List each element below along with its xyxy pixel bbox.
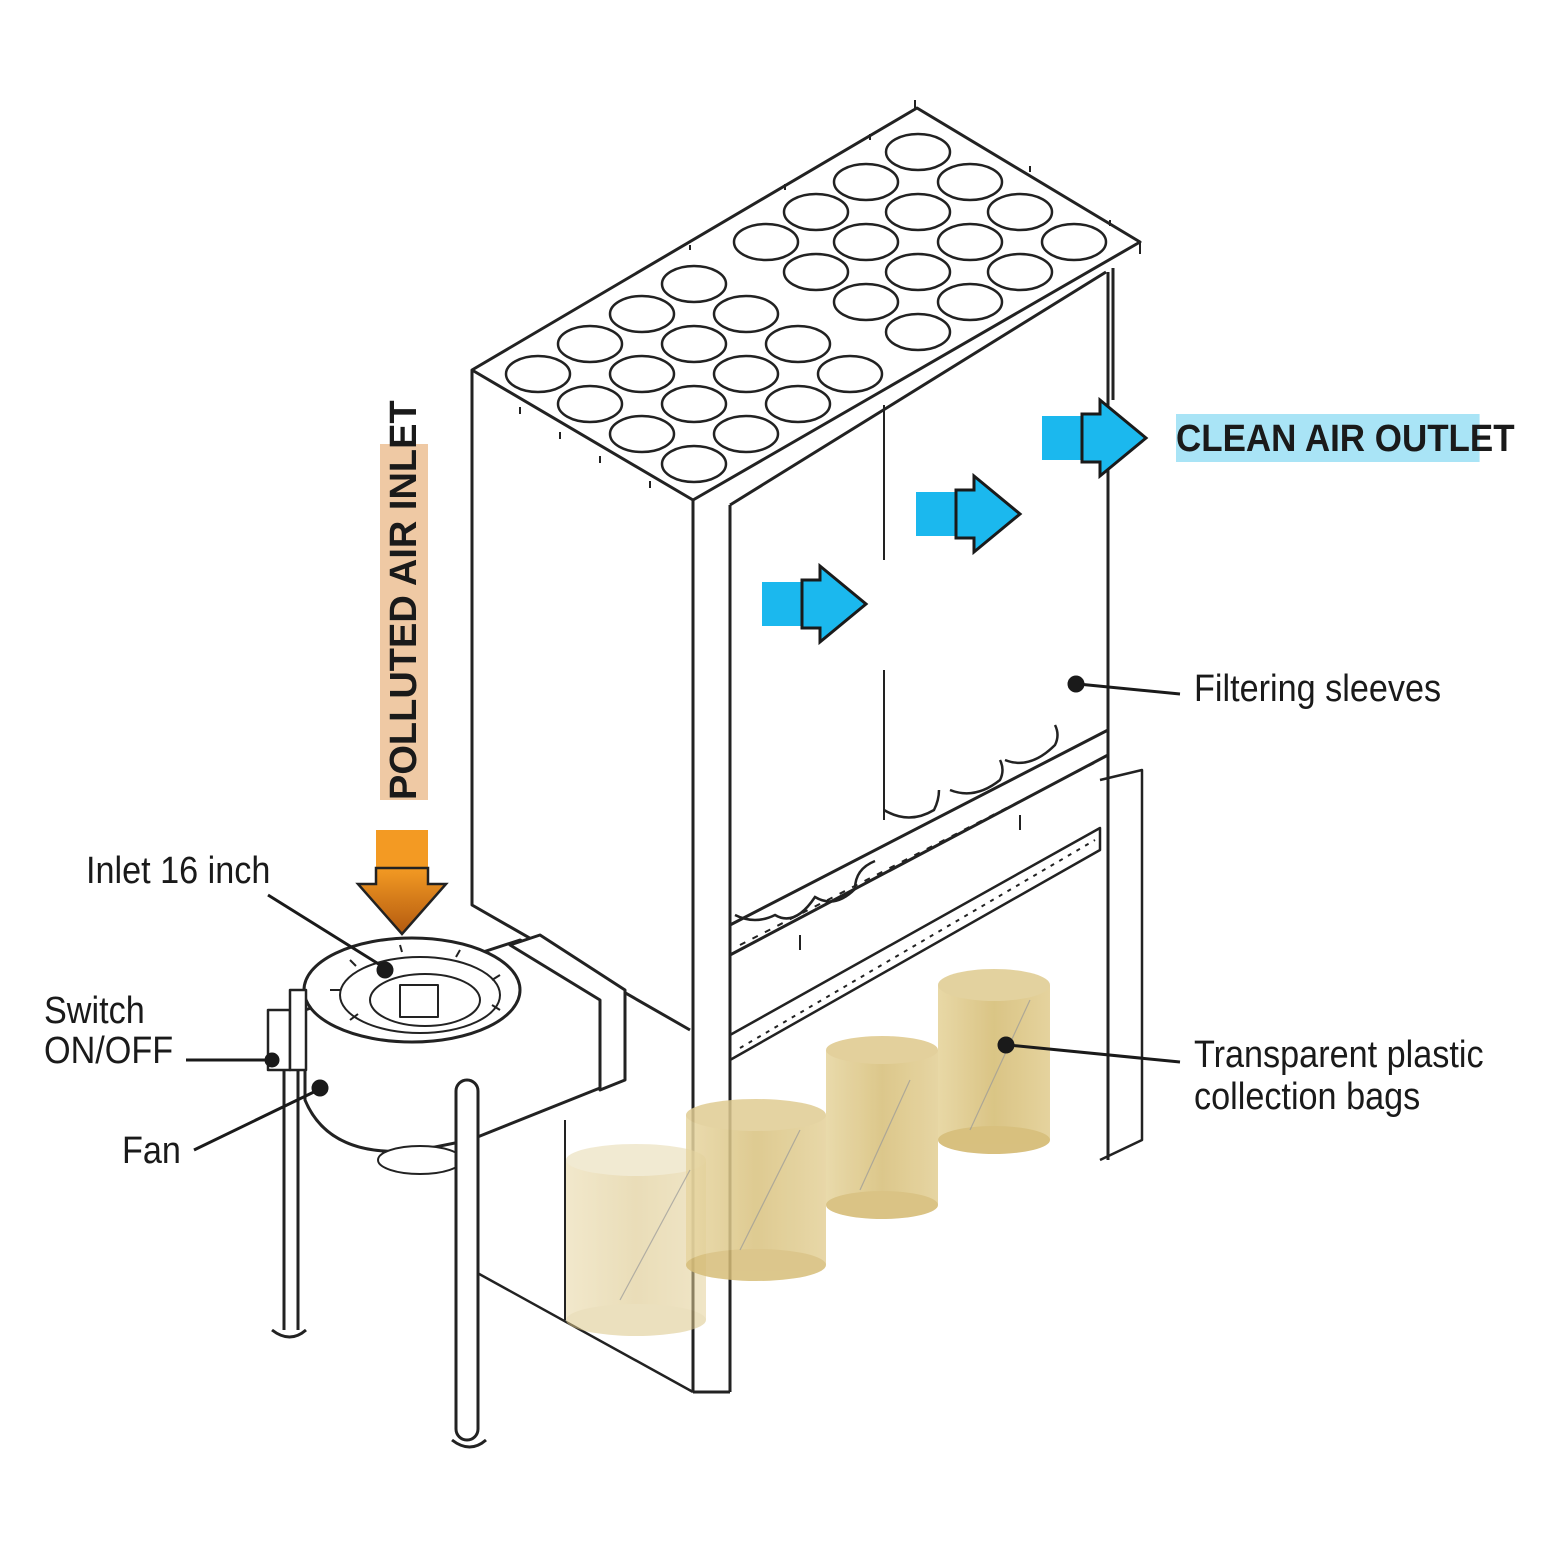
clean-air-arrow-3 <box>1042 396 1149 480</box>
clean-air-outlet-label: CLEAN AIR OUTLET <box>1176 414 1515 462</box>
legs <box>271 1070 487 1449</box>
clean-air-arrow-2 <box>916 472 1023 556</box>
clean-air-arrows <box>762 396 1149 646</box>
bag-2 <box>686 1099 826 1281</box>
polluted-air-inlet-label: POLLUTED AIR INLET <box>383 400 425 800</box>
collection-bags <box>566 969 1050 1336</box>
fan-assembly <box>266 933 627 1175</box>
sleeve-bottoms <box>734 724 1059 922</box>
filtering-sleeves-label: Filtering sleeves <box>1194 668 1442 710</box>
switch-label-line2: ON/OFF <box>44 1030 174 1072</box>
inlet-label: Inlet 16 inch <box>86 850 271 892</box>
cabinet-top <box>470 106 1142 502</box>
cabinet <box>470 106 1144 1394</box>
polluted-air-arrow <box>355 830 449 936</box>
lid-rivets <box>519 100 1141 488</box>
bag-3 <box>826 1036 938 1219</box>
bags-label-line1: Transparent plastic <box>1194 1034 1484 1076</box>
bag-1 <box>566 1144 706 1336</box>
bag-4 <box>938 969 1050 1154</box>
clean-air-arrow-1 <box>762 562 869 646</box>
hopper-slats <box>739 759 1101 1049</box>
switch-label-line1: Switch <box>44 990 145 1032</box>
sleeve-openings <box>504 132 1108 484</box>
fan-label: Fan <box>122 1130 181 1172</box>
fan-ring-ticks <box>330 944 501 1021</box>
bags-label-line2: collection bags <box>1194 1076 1421 1118</box>
polluted-air-inlet-label-box: POLLUTED AIR INLET <box>380 400 428 800</box>
leader-lines <box>186 675 1181 1152</box>
